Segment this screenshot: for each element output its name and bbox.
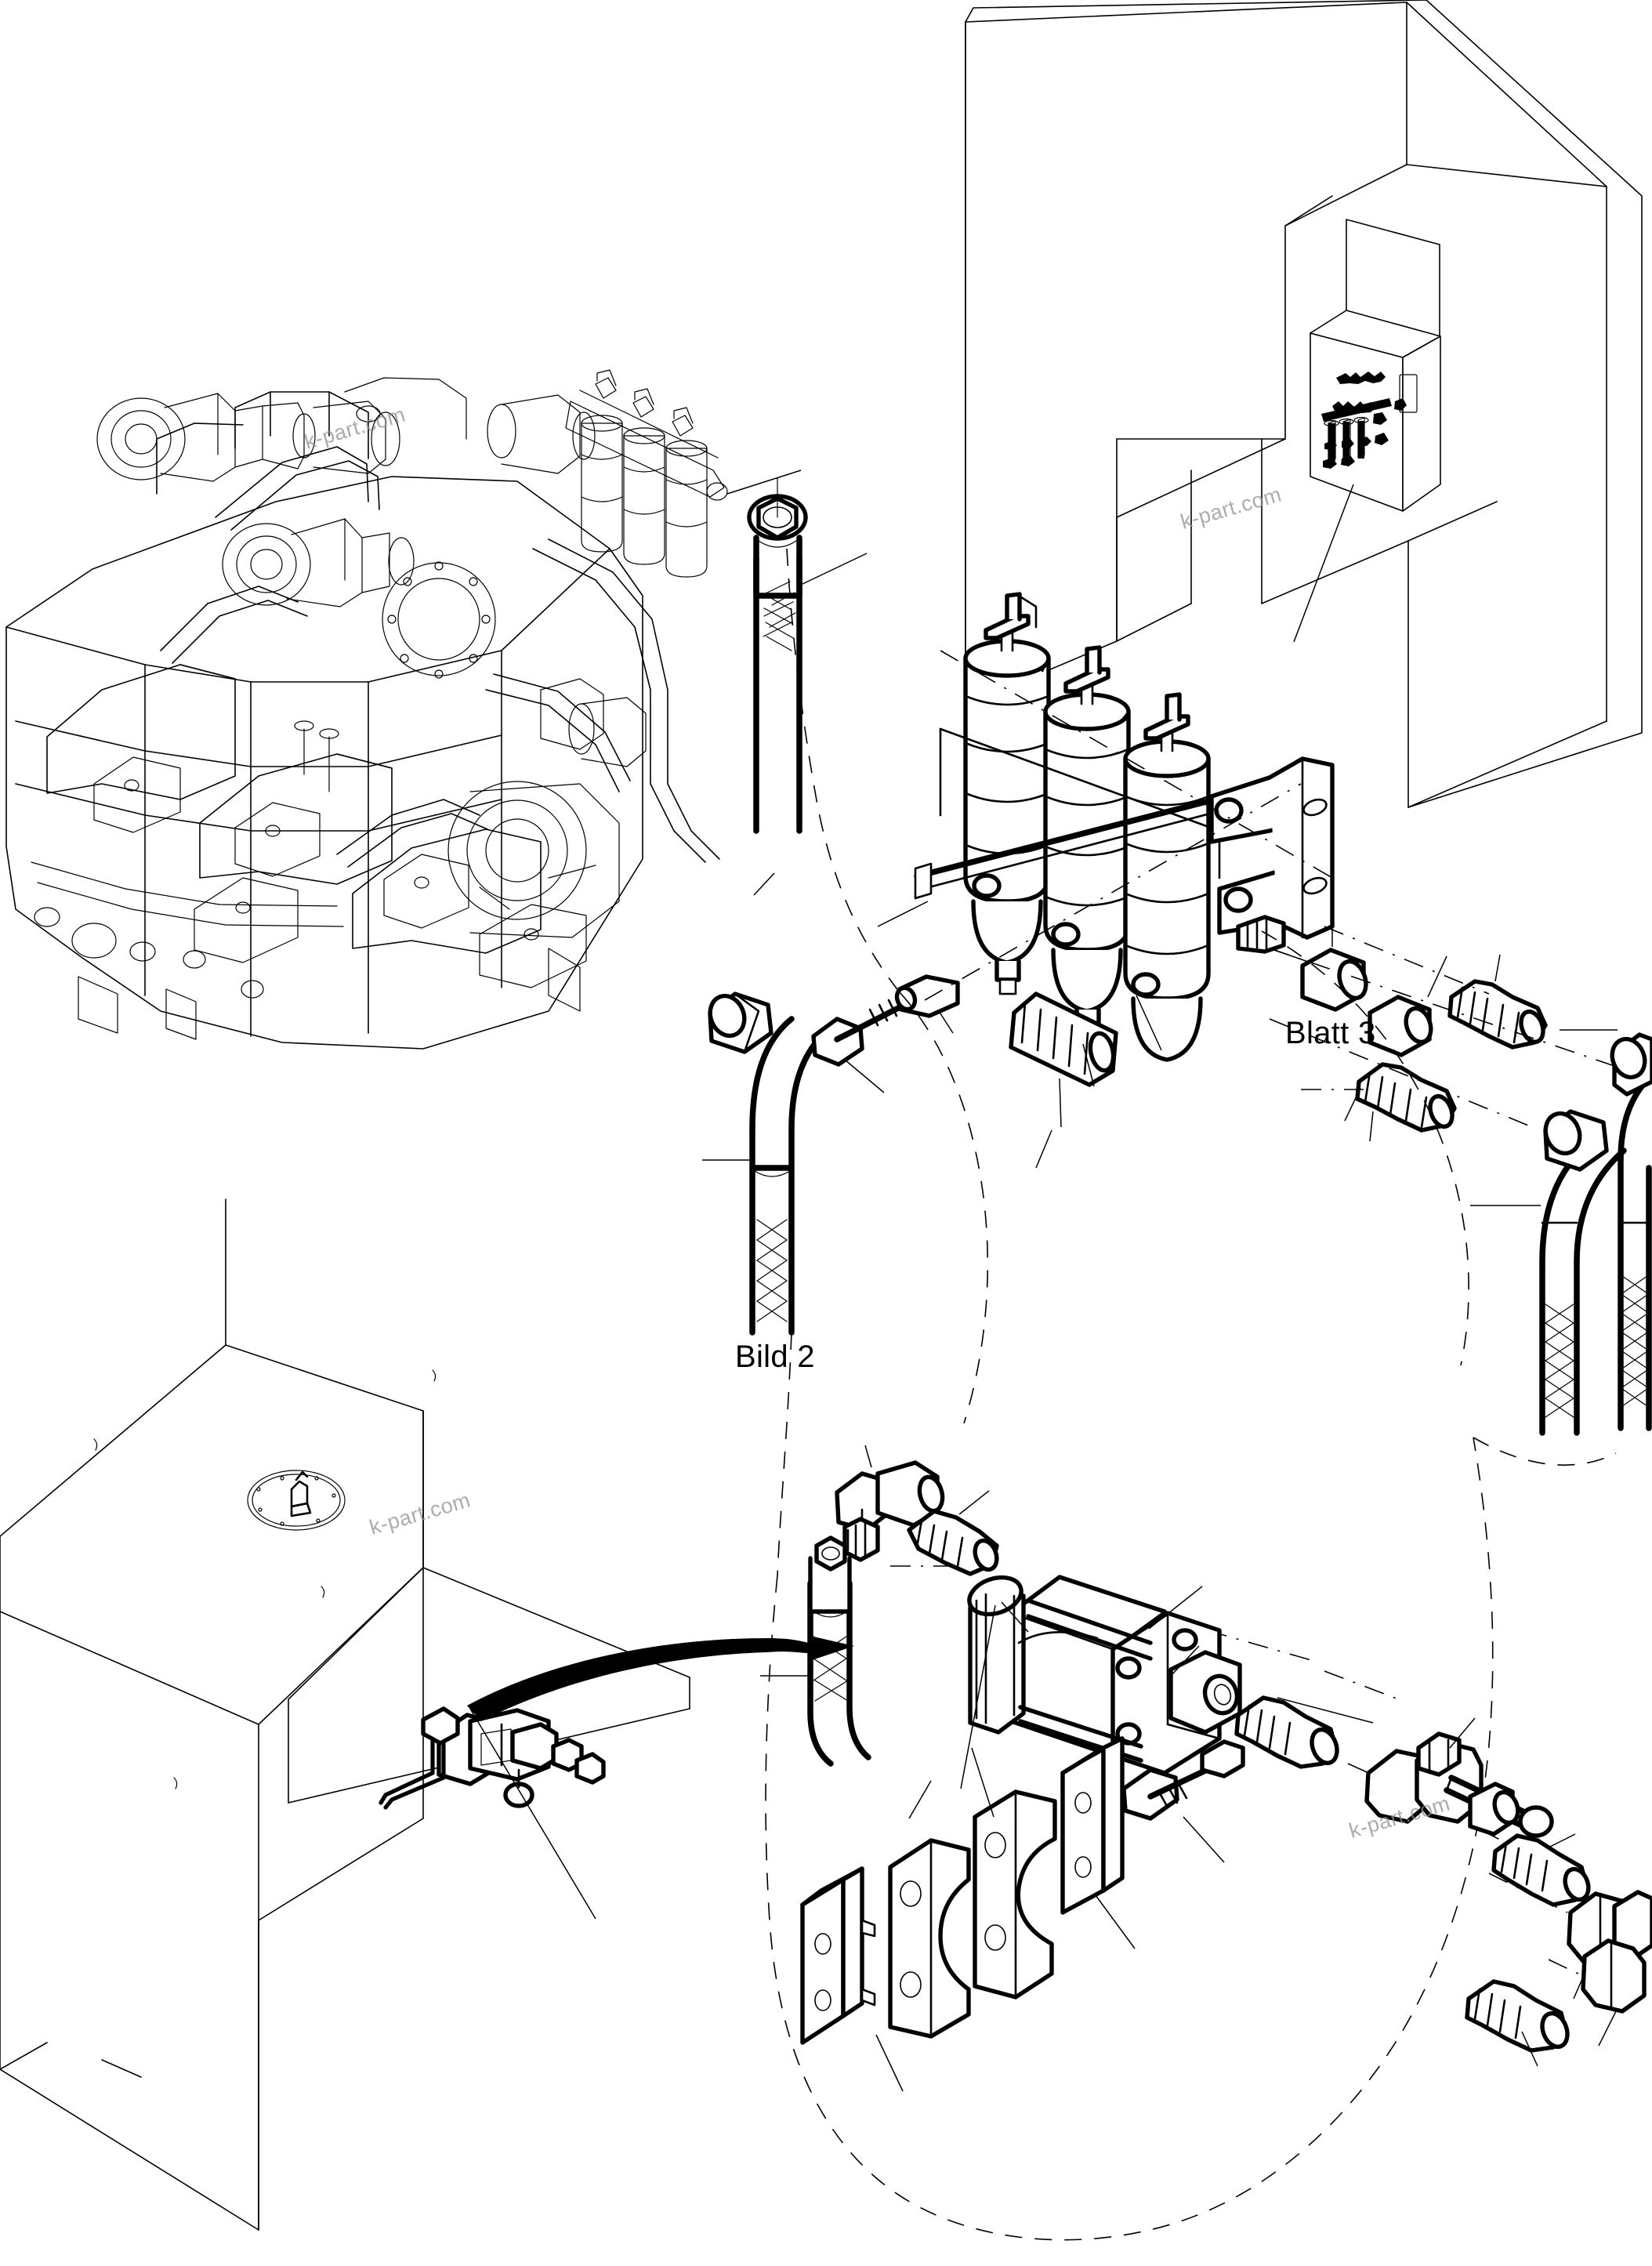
install-direction-arrow (467, 1637, 854, 1721)
installation-detail-box (1293, 219, 1441, 643)
engine-assembly (5, 377, 720, 1050)
pipe-clamp-set (800, 1736, 1245, 2092)
triple-fuel-filter-assembly (914, 592, 1335, 1062)
elbow-fitting-top (835, 1445, 945, 1562)
triple-filter-bank-background (565, 369, 802, 578)
fuel-transfer-pump (379, 1706, 606, 1920)
label-bild-2: Bild 2 (735, 1340, 815, 1374)
fuel-tank (0, 1198, 690, 2231)
leader-lines (753, 872, 1447, 1819)
elbow-hose-inner (1470, 1109, 1627, 1436)
fitting-chain-right (1234, 1695, 1652, 2067)
bolt-and-spacer (811, 974, 960, 1093)
elbow-hose-outer (1560, 1029, 1652, 1431)
braided-hose-lower (760, 1535, 871, 1767)
hose-routing-envelope (765, 548, 1617, 2241)
braided-hose-elbow (702, 992, 826, 1336)
threaded-nipple (1009, 992, 1118, 1128)
adapter-fitting-upper (1447, 954, 1548, 1050)
straight-adapter-top (907, 1490, 999, 1576)
label-blatt-3: Blatt 3 (1285, 1016, 1376, 1050)
braided-hose-straight (747, 477, 868, 834)
